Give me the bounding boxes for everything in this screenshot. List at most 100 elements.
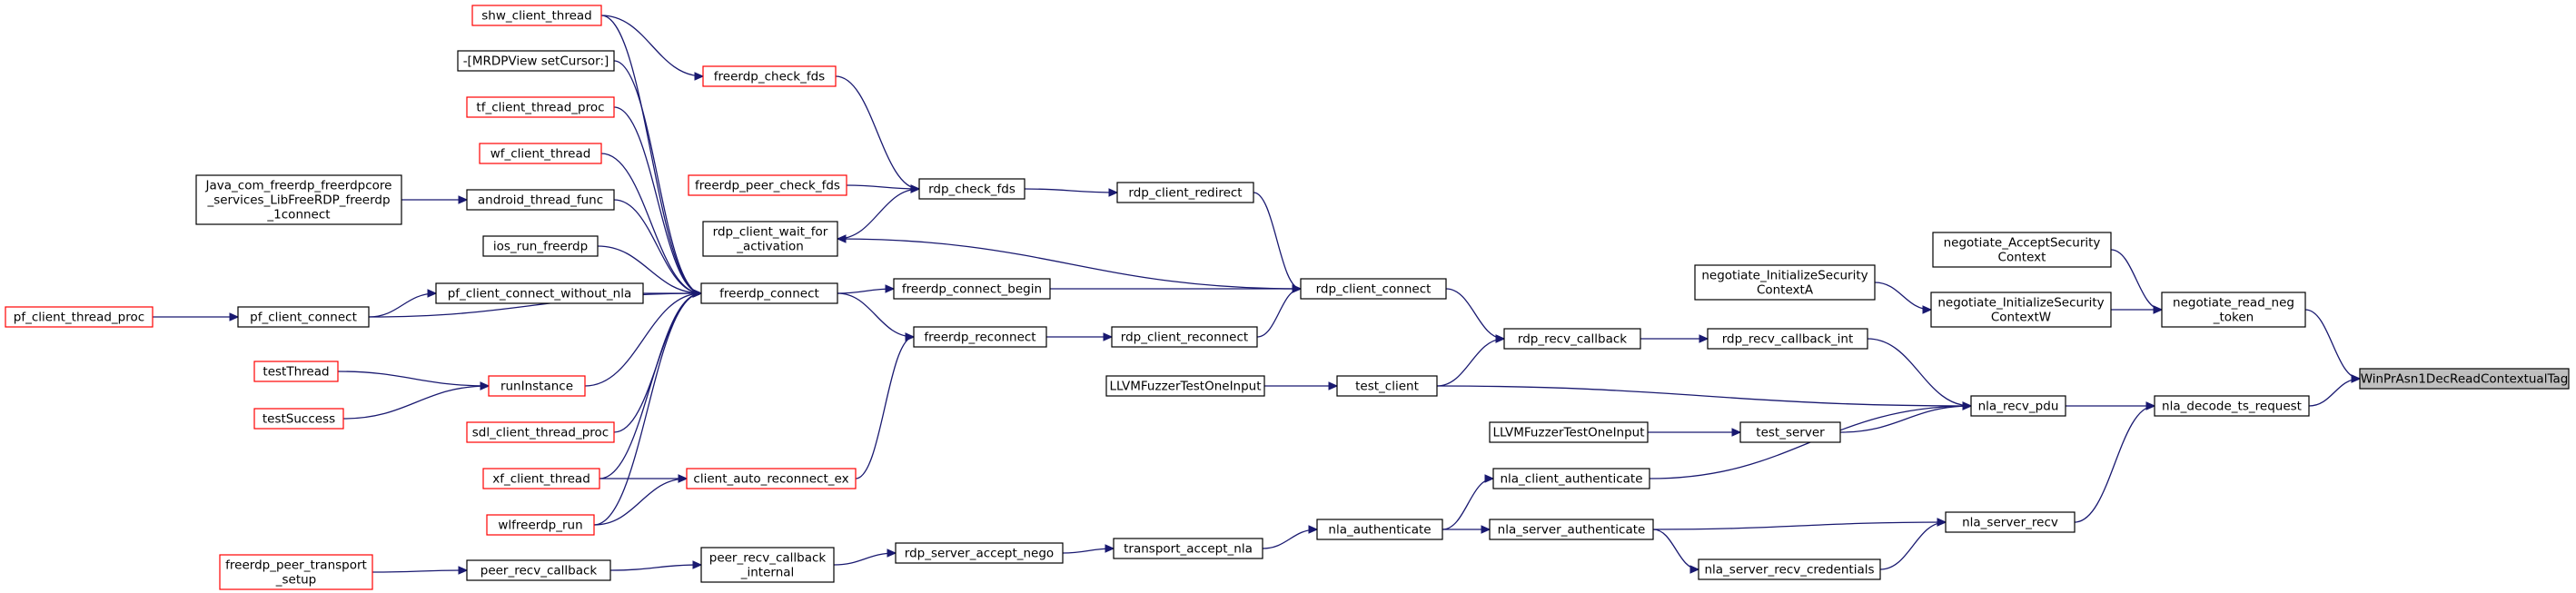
node-label: transport_accept_nla — [1124, 542, 1253, 557]
node-label: _services_LibFreeRDP_freerdp — [206, 193, 390, 208]
edge-rdp_server_accept_nego-to-transport_accept_nla — [1062, 544, 1115, 554]
node-label: peer_recv_callback — [709, 551, 827, 566]
node-rdp-recv-callback-int[interactable]: rdp_recv_callback_int — [1707, 328, 1868, 350]
node-transport-accept-nla[interactable]: transport_accept_nla — [1113, 538, 1263, 559]
node-label: tf_client_thread_proc — [476, 101, 604, 115]
node-freerdp-check-fds[interactable]: freerdp_check_fds — [702, 65, 837, 87]
node-nla-server-recv-credentials[interactable]: nla_server_recv_credentials — [1698, 558, 1881, 580]
edge-transport_accept_nla-to-nla_authenticate — [1262, 525, 1319, 549]
node-ios-run-freerdp[interactable]: ios_run_freerdp — [482, 235, 599, 257]
node-label: negotiate_read_neg — [2173, 296, 2294, 311]
node-pf-client-connect-without-nla[interactable]: pf_client_connect_without_nla — [435, 282, 644, 304]
edge-freerdp_peer_transport_setup-to-peer_recv_callback — [372, 566, 469, 575]
node-label: _activation — [736, 240, 804, 254]
edge-freerdp_check_fds-to-rdp_check_fds — [835, 75, 921, 193]
edge-wlfreerdp_run-to-client_auto_reconnect_ex — [593, 474, 689, 526]
node-label: testThread — [263, 365, 329, 380]
node-rdp-client-connect[interactable]: rdp_client_connect — [1300, 278, 1447, 300]
node-nla-server-authenticate[interactable]: nla_server_authenticate — [1489, 519, 1654, 540]
node-rdp-client-redirect[interactable]: rdp_client_redirect — [1116, 182, 1254, 203]
node-llvm-fuzzer-1[interactable]: LLVMFuzzerTestOneInput — [1105, 375, 1265, 397]
node-rdp-server-accept-nego[interactable]: rdp_server_accept_nego — [895, 542, 1064, 564]
node-rdp-client-reconnect[interactable]: rdp_client_reconnect — [1111, 326, 1258, 348]
node-mrdpview-setcursor[interactable]: -[MRDPView setCursor:] — [457, 50, 615, 72]
node-pf-client-thread-proc[interactable]: pf_client_thread_proc — [5, 306, 154, 328]
node-label: freerdp_peer_check_fds — [695, 179, 840, 193]
node-freerdp-peer-transport-setup[interactable]: freerdp_peer_transport_setup — [219, 554, 373, 590]
node-label: rdp_client_connect — [1316, 282, 1432, 297]
node-label: nla_recv_pdu — [1978, 400, 2059, 414]
edge-shw_client_thread-to-freerdp_connect — [600, 15, 703, 298]
node-negotiate-read-neg-token[interactable]: negotiate_read_neg_token — [2161, 292, 2306, 328]
node-label: shw_client_thread — [481, 9, 591, 24]
node-freerdp-reconnect[interactable]: freerdp_reconnect — [913, 326, 1047, 348]
node-test-client[interactable]: test_client — [1336, 375, 1438, 397]
node-root[interactable]: WinPrAsn1DecReadContextualTag — [2359, 368, 2570, 390]
node-freerdp-connect[interactable]: freerdp_connect — [700, 282, 838, 304]
node-nla-decode-ts-request[interactable]: nla_decode_ts_request — [2154, 395, 2310, 417]
edge-nla_server_recv_credentials-to-nla_server_recv — [1879, 518, 1947, 570]
edge-nla_server_authenticate-to-nla_server_recv — [1652, 518, 1947, 530]
node-test-server[interactable]: test_server — [1739, 421, 1841, 443]
node-freerdp-connect-begin[interactable]: freerdp_connect_begin — [893, 278, 1051, 300]
node-nla-authenticate[interactable]: nla_authenticate — [1316, 519, 1443, 540]
edge-testSuccess-to-runInstance — [342, 381, 490, 420]
node-tf-client-thread-proc[interactable]: tf_client_thread_proc — [466, 96, 615, 118]
node-rdp-recv-callback[interactable]: rdp_recv_callback — [1503, 328, 1641, 350]
node-label: nla_server_recv — [1962, 516, 2058, 530]
node-label: LLVMFuzzerTestOneInput — [1492, 426, 1644, 440]
node-pf-client-connect[interactable]: pf_client_connect — [237, 306, 370, 328]
node-rdp-client-wait-for-activation[interactable]: rdp_client_wait_for_activation — [702, 221, 838, 257]
node-label: _token — [2213, 311, 2254, 325]
node-label: negotiate_InitializeSecurity — [1937, 296, 2104, 311]
node-label: _setup — [275, 573, 317, 588]
node-android-thread-func[interactable]: android_thread_func — [466, 189, 615, 211]
edge-rdp_client_connect-to-rdp_client_wait_for_activation — [836, 234, 1302, 290]
edge-nla_server_recv-to-nla_decode_ts_request — [2074, 401, 2156, 523]
edge-negotiate_InitializeSecurityContextA-to-negotiate_InitializeSecurityContextW — [1874, 282, 1933, 314]
edge-pf_client_thread_proc-to-pf_client_connect — [153, 312, 240, 321]
node-xf-client-thread[interactable]: xf_client_thread — [482, 468, 600, 489]
node-label: rdp_check_fds — [928, 183, 1016, 197]
node-label: nla_server_authenticate — [1498, 523, 1646, 538]
node-wlfreerdp-run[interactable]: wlfreerdp_run — [486, 514, 595, 536]
edge-llvm_fuzzer_1-to-test_client — [1263, 381, 1339, 390]
node-testThread[interactable]: testThread — [253, 361, 339, 382]
node-label: freerdp_reconnect — [924, 331, 1035, 345]
edge-rdp_check_fds-to-rdp_client_redirect — [1024, 188, 1119, 197]
node-freerdp-peer-check-fds[interactable]: freerdp_peer_check_fds — [688, 174, 847, 196]
node-nla-recv-pdu[interactable]: nla_recv_pdu — [1970, 395, 2066, 417]
node-label: Java_com_freerdp_freerdpcore — [205, 179, 392, 193]
node-label: rdp_recv_callback_int — [1722, 332, 1854, 347]
node-peer-recv-callback-internal[interactable]: peer_recv_callback_internal — [700, 547, 835, 583]
node-wf-client-thread[interactable]: wf_client_thread — [479, 143, 602, 164]
node-label: negotiate_AcceptSecurity — [1944, 236, 2101, 251]
edge-tf_client_thread_proc-to-freerdp_connect — [613, 106, 703, 298]
edge-rdp_recv_callback_int-to-nla_recv_pdu — [1867, 338, 1973, 410]
node-nla-server-recv[interactable]: nla_server_recv — [1945, 511, 2076, 533]
node-client-auto-reconnect-ex[interactable]: client_auto_reconnect_ex — [686, 468, 857, 489]
node-shw-client-thread[interactable]: shw_client_thread — [471, 5, 602, 26]
node-label: negotiate_InitializeSecurity — [1701, 269, 1868, 283]
node-testSuccess[interactable]: testSuccess — [253, 408, 344, 430]
node-peer-recv-callback[interactable]: peer_recv_callback — [466, 559, 611, 581]
node-sdl-client-thread-proc[interactable]: sdl_client_thread_proc — [466, 421, 615, 443]
edge-negotiate_read_neg_token-to-root — [2304, 309, 2362, 383]
node-rdp-check-fds[interactable]: rdp_check_fds — [918, 178, 1025, 200]
node-nla-client-authenticate[interactable]: nla_client_authenticate — [1492, 468, 1650, 489]
node-label: Context — [1998, 251, 2046, 265]
node-label: nla_decode_ts_request — [2162, 400, 2302, 414]
node-label: pf_client_connect_without_nla — [448, 287, 632, 301]
node-runInstance[interactable]: runInstance — [488, 375, 586, 397]
node-llvm-fuzzer-2[interactable]: LLVMFuzzerTestOneInput — [1489, 421, 1649, 443]
node-label: freerdp_connect — [719, 287, 819, 301]
edge-rdp_recv_callback-to-rdp_recv_callback_int — [1640, 334, 1709, 343]
edge-nla_server_authenticate-to-nla_server_recv_credentials — [1652, 529, 1700, 574]
node-java-com-freerdp[interactable]: Java_com_freerdp_freerdpcore_services_Li… — [195, 174, 402, 225]
edge-rdp_client_reconnect-to-rdp_client_connect — [1256, 284, 1303, 338]
edge-java_com_freerdp-to-android_thread_func — [401, 195, 469, 204]
node-label: sdl_client_thread_proc — [472, 426, 609, 440]
